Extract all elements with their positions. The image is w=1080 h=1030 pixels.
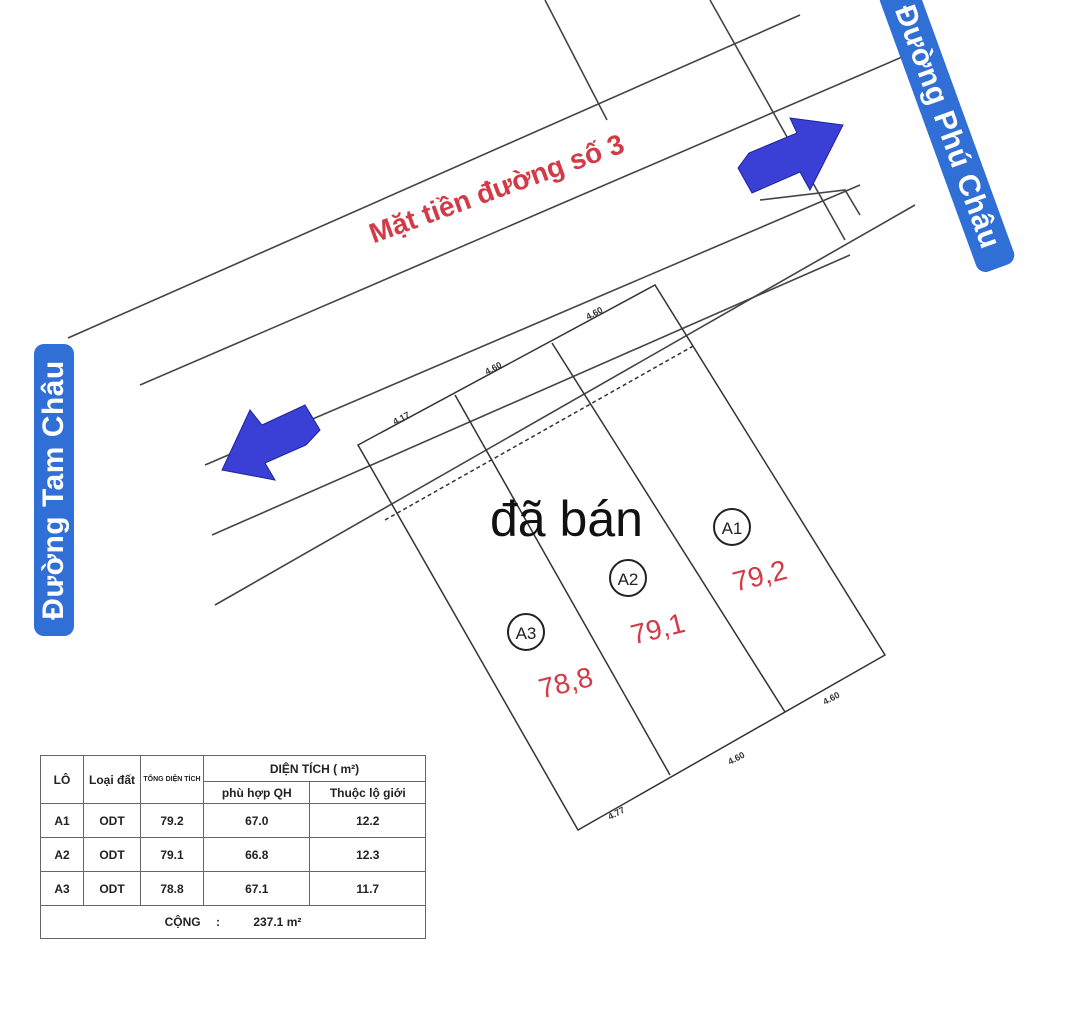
lot-divider xyxy=(454,394,671,776)
arrow-left-icon xyxy=(221,404,321,481)
dimension-label: 4.60 xyxy=(483,360,503,377)
table-row: A1 ODT 79.2 67.0 12.2 xyxy=(40,803,426,838)
cell-lot: A3 xyxy=(40,871,84,906)
road-boundary-line xyxy=(211,254,851,536)
cell-planned: 67.0 xyxy=(202,803,311,838)
cell-total: 78.8 xyxy=(140,871,204,906)
cell-lot: A2 xyxy=(40,837,84,872)
road-boundary-line xyxy=(544,0,608,121)
plot-id: A2 xyxy=(618,570,639,589)
col-planned: phù hợp QH xyxy=(202,781,311,804)
road-boundary-line xyxy=(139,44,931,386)
table-row: A3 ODT 78.8 67.1 11.7 xyxy=(40,871,426,906)
col-road-boundary: Thuộc lộ giới xyxy=(309,781,426,804)
col-land-type: Loại đất xyxy=(83,755,141,804)
road-boundary-line xyxy=(204,184,861,466)
plot-area: 78,8 xyxy=(536,661,596,704)
plot-area: 79,1 xyxy=(628,607,688,650)
dimension-label: 4.17 xyxy=(391,410,411,427)
col-lot: LÔ xyxy=(40,755,84,804)
cell-type: ODT xyxy=(83,837,141,872)
cell-total: 79.2 xyxy=(140,803,204,838)
col-total-area: TỔNG DIỆN TÍCH xyxy=(140,755,204,804)
total-separator: : xyxy=(215,915,220,929)
cell-planned: 66.8 xyxy=(202,837,311,872)
cell-type: ODT xyxy=(83,803,141,838)
total-value: 237.1 m² xyxy=(253,915,302,929)
road-boundary-line xyxy=(709,0,846,241)
road-badge-tam-chau: Đường Tam Châu xyxy=(34,344,74,636)
plot-marker-a2 xyxy=(609,559,647,597)
lot-divider xyxy=(551,342,786,713)
dimension-label: 4.60 xyxy=(821,690,841,707)
road-boundary-line xyxy=(67,14,801,339)
cell-planned: 67.1 xyxy=(202,871,311,906)
lot-outline xyxy=(356,284,887,832)
sold-label: đã bán xyxy=(490,491,643,547)
lot-divider xyxy=(384,344,696,521)
table-row: A2 ODT 79.1 66.8 12.3 xyxy=(40,837,426,872)
total-row: CỘNG : 237.1 m² xyxy=(40,905,426,939)
cell-type: ODT xyxy=(83,871,141,906)
cell-road: 12.2 xyxy=(309,803,426,838)
cell-road: 12.3 xyxy=(309,837,426,872)
area-table: LÔ Loại đất TỔNG DIỆN TÍCH DIỆN TÍCH ( m… xyxy=(40,755,426,939)
cell-total: 79.1 xyxy=(140,837,204,872)
plot-id: A3 xyxy=(516,624,537,643)
total-label: CỘNG xyxy=(164,915,201,929)
arrow-right-icon xyxy=(737,117,844,194)
plot-id: A1 xyxy=(722,519,743,538)
road-boundary-line xyxy=(759,189,861,216)
dimension-label: 4.60 xyxy=(726,750,746,767)
cell-road: 11.7 xyxy=(309,871,426,906)
dimension-label: 4.77 xyxy=(606,805,626,822)
dimension-label: 4.60 xyxy=(584,305,604,322)
road-boundary-line xyxy=(214,204,916,606)
plot-area: 79,2 xyxy=(730,554,790,597)
cell-lot: A1 xyxy=(40,803,84,838)
col-area-group: DIỆN TÍCH ( m²) xyxy=(203,755,426,782)
plot-marker-a1 xyxy=(713,508,751,546)
plot-marker-a3 xyxy=(507,613,545,651)
